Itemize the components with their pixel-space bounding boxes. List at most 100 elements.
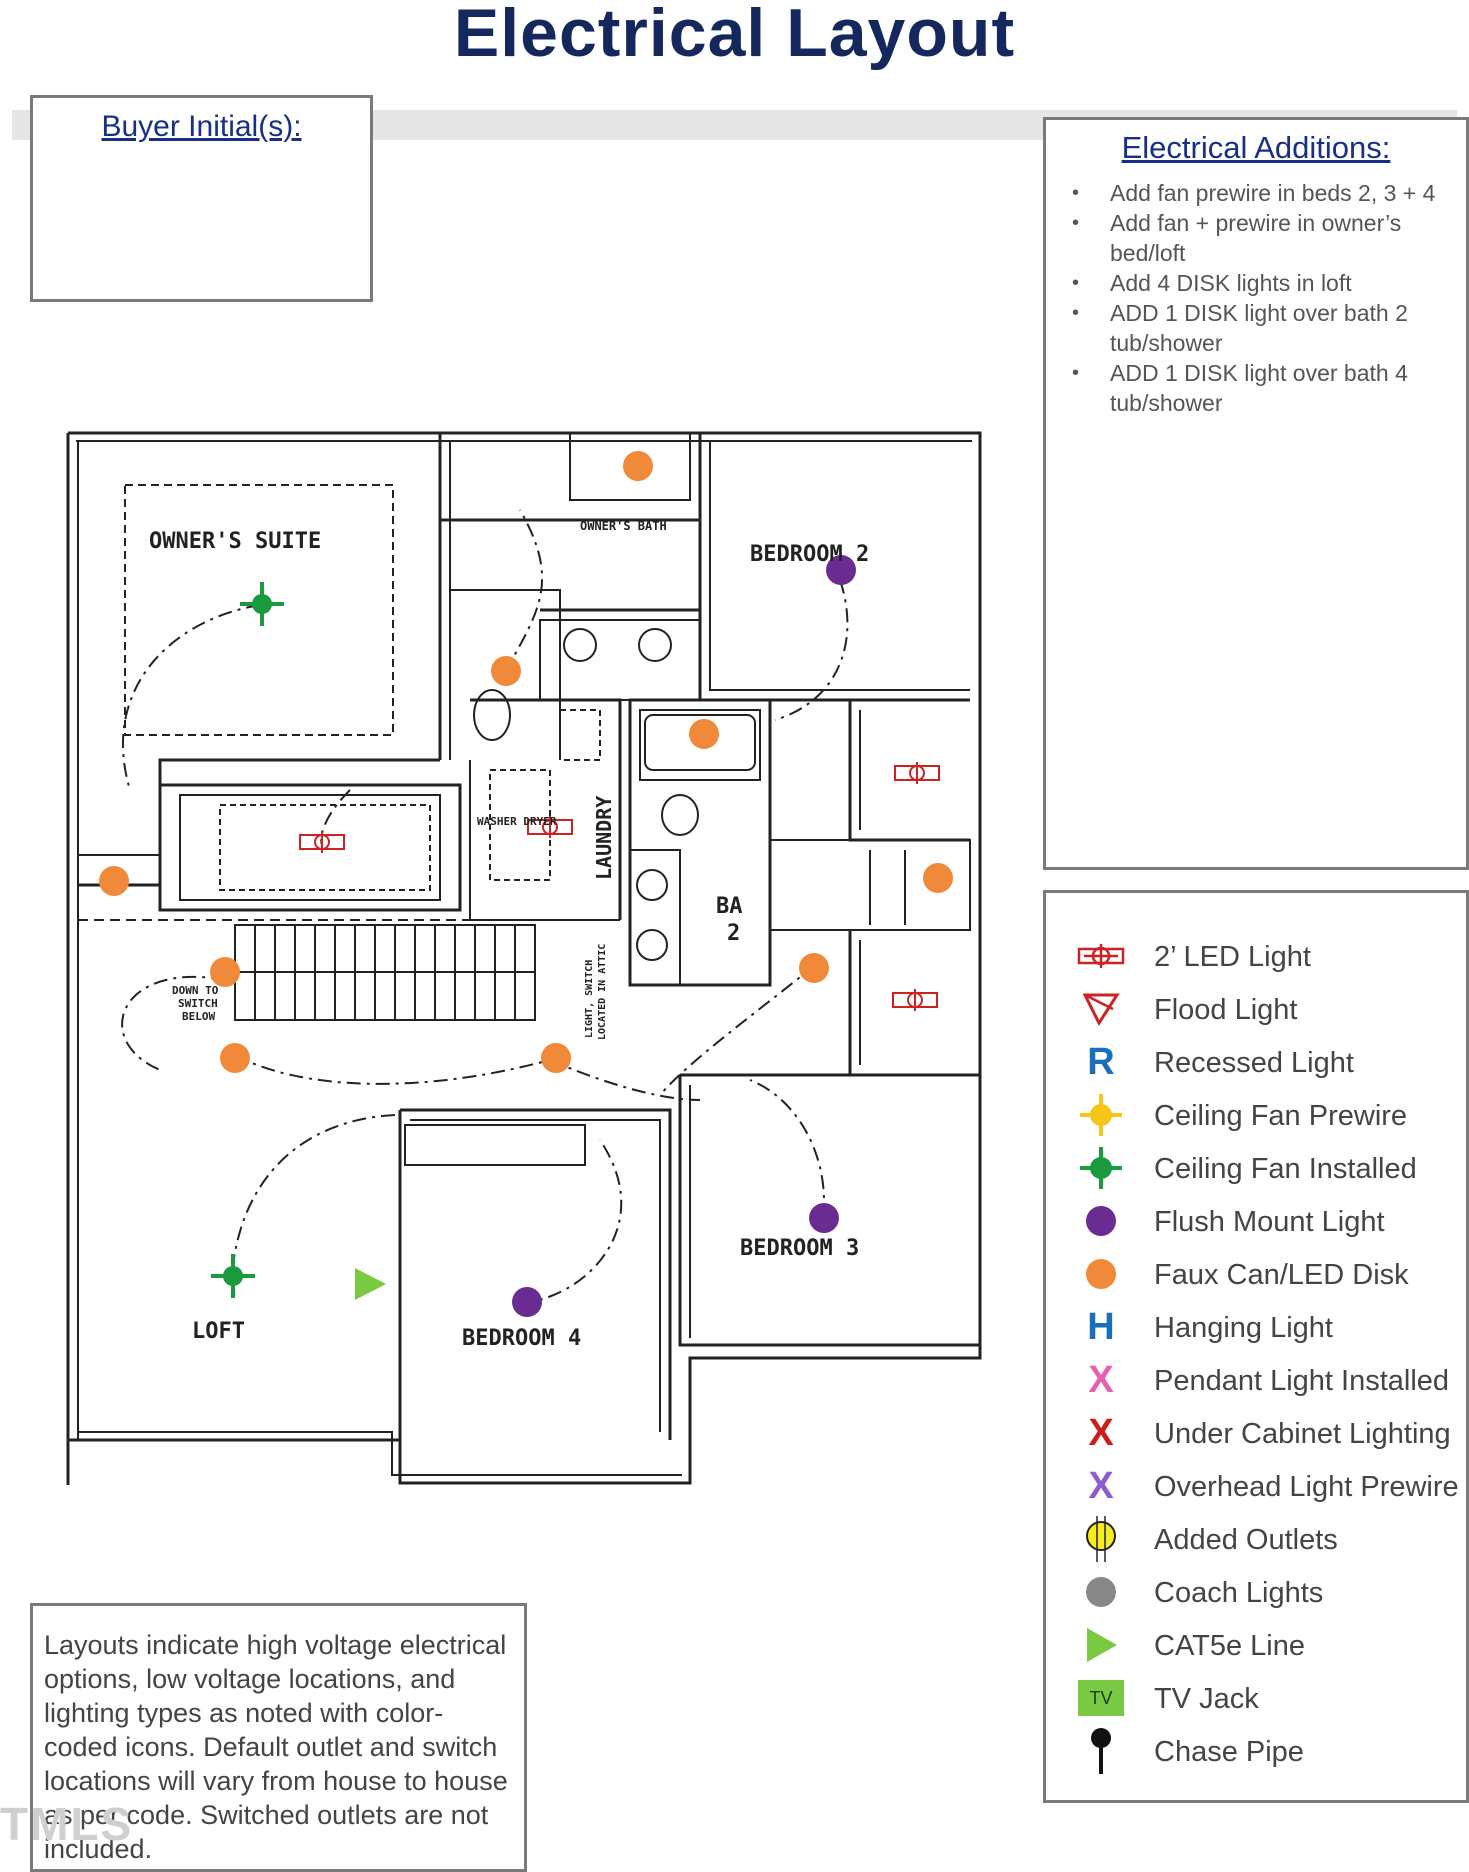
room-label-ba: BA — [716, 894, 743, 919]
legend-label: Coach Lights — [1154, 1577, 1324, 1609]
legend-item-hanging: H Hanging Light — [1046, 1302, 1466, 1352]
overhead-prewire-icon: X — [1074, 1461, 1128, 1511]
list-item: ADD 1 DISK light over bath 4 tub/shower — [1072, 358, 1444, 418]
room-label-laundry: LAUNDRY — [592, 796, 616, 880]
room-label-ba-number: 2 — [727, 921, 740, 946]
faux-can-icon — [491, 656, 521, 686]
list-item: Add fan + prewire in owner’s bed/loft — [1072, 208, 1444, 268]
legend-item-flood: Flood Light — [1046, 984, 1466, 1034]
led-2ft-icon — [892, 989, 938, 1011]
faux-can-icon — [623, 451, 653, 481]
led-2ft-icon — [1074, 931, 1128, 981]
legend-item-tv-jack: TV TV Jack — [1046, 1673, 1466, 1723]
electrical-additions-title: Electrical Additions: — [1121, 130, 1391, 165]
legend-glyph: X — [1088, 1358, 1114, 1401]
faux-can-icon — [689, 719, 719, 749]
room-label-loft: LOFT — [192, 1319, 245, 1344]
legend-label: TV Jack — [1154, 1683, 1259, 1715]
legend-glyph: TV — [1078, 1680, 1124, 1716]
faux-can-icon — [1074, 1249, 1128, 1299]
stair-note: BELOW — [182, 1010, 215, 1023]
coach-light-icon — [1074, 1567, 1128, 1617]
legend-item-under-cabinet: X Under Cabinet Lighting — [1046, 1408, 1466, 1458]
legend-item-pendant: X Pendant Light Installed — [1046, 1355, 1466, 1405]
legend-label: Ceiling Fan Prewire — [1154, 1100, 1408, 1132]
legend-label: Faux Can/LED Disk — [1154, 1259, 1409, 1291]
ceiling-fan-installed-icon — [240, 582, 284, 626]
legend-item-recessed: R Recessed Light — [1046, 1037, 1466, 1087]
watermark-logo: TMLS — [0, 1798, 134, 1850]
legend-item-flush: Flush Mount Light — [1046, 1196, 1466, 1246]
led-2ft-icon — [894, 762, 940, 784]
legend-item-faux-can: Faux Can/LED Disk — [1046, 1249, 1466, 1299]
attic-note: LOCATED IN ATTIC — [597, 944, 608, 1040]
chase-pipe-icon — [1074, 1726, 1128, 1776]
added-outlet-icon — [1074, 1514, 1128, 1564]
electrical-additions-box: Electrical Additions: Add fan prewire in… — [1043, 117, 1469, 870]
flush-mount-icon — [1074, 1196, 1128, 1246]
list-item: Add 4 DISK lights in loft — [1072, 268, 1444, 298]
legend-label: CAT5e Line — [1154, 1630, 1305, 1662]
legend-label: Under Cabinet Lighting — [1154, 1418, 1451, 1450]
room-label-washer-dryer: WASHER DRYER — [477, 815, 557, 828]
legend-label: Flood Light — [1154, 994, 1298, 1026]
stair-note: DOWN TO — [172, 984, 219, 997]
legend-item-chase-pipe: Chase Pipe — [1046, 1726, 1466, 1776]
cat5e-icon — [1074, 1620, 1128, 1670]
flush-mount-icon — [512, 1287, 542, 1317]
led-2ft-icon — [527, 816, 573, 838]
buyer-initials-box: Buyer Initial(s): — [30, 95, 373, 302]
legend-label: Overhead Light Prewire — [1154, 1471, 1459, 1503]
attic-note: LIGHT, SWITCH — [584, 960, 595, 1038]
legend-label: Recessed Light — [1154, 1047, 1354, 1079]
ceiling-fan-installed-icon — [1074, 1143, 1128, 1193]
cat5e-icon — [355, 1268, 386, 1300]
legend-label: Flush Mount Light — [1154, 1206, 1385, 1238]
legend-glyph: R — [1087, 1040, 1115, 1083]
room-label-bedroom-3: BEDROOM 3 — [740, 1236, 859, 1261]
flush-mount-icon — [809, 1203, 839, 1233]
pendant-light-icon: X — [1074, 1355, 1128, 1405]
list-item: Add fan prewire in beds 2, 3 + 4 — [1072, 178, 1444, 208]
room-label-owners-bath: OWNER'S BATH — [580, 519, 667, 533]
legend-glyph: X — [1088, 1411, 1114, 1454]
legend-label: Ceiling Fan Installed — [1154, 1153, 1417, 1185]
legend-label: Added Outlets — [1154, 1524, 1338, 1556]
faux-can-icon — [210, 957, 240, 987]
ceiling-fan-installed-icon — [211, 1254, 255, 1298]
disclaimer-box: Layouts indicate high voltage electrical… — [30, 1603, 527, 1872]
switch-legs — [121, 509, 849, 1304]
legend-item-outlets: Added Outlets — [1046, 1514, 1466, 1564]
disclaimer-text: Layouts indicate high voltage electrical… — [44, 1630, 508, 1864]
room-label-bedroom-2: BEDROOM 2 — [750, 542, 869, 567]
stair-treads — [235, 925, 535, 1020]
floor-plan: OWNER'S SUITE OWNER'S BATH BEDROOM 2 BED… — [66, 431, 982, 1485]
electrical-additions-list: Add fan prewire in beds 2, 3 + 4 Add fan… — [1046, 178, 1466, 418]
legend-glyph: H — [1087, 1305, 1115, 1348]
legend-box: 2’ LED Light Flood Light R Recessed Ligh… — [1043, 890, 1469, 1803]
legend-item-cat5e: CAT5e Line — [1046, 1620, 1466, 1670]
legend-item-fan-prewire: Ceiling Fan Prewire — [1046, 1090, 1466, 1140]
room-label-owners-suite: OWNER'S SUITE — [149, 529, 321, 554]
room-label-bedroom-4: BEDROOM 4 — [462, 1326, 581, 1351]
faux-can-icon — [541, 1043, 571, 1073]
hanging-light-icon: H — [1074, 1302, 1128, 1352]
list-item: ADD 1 DISK light over bath 2 tub/shower — [1072, 298, 1444, 358]
stair-note: SWITCH — [178, 997, 218, 1010]
legend-item-led: 2’ LED Light — [1046, 931, 1466, 981]
faux-can-icon — [99, 866, 129, 896]
legend-label: Chase Pipe — [1154, 1736, 1304, 1768]
led-2ft-icon — [299, 831, 345, 853]
faux-can-icon — [923, 863, 953, 893]
legend-item-coach: Coach Lights — [1046, 1567, 1466, 1617]
page-title: Electrical Layout — [453, 0, 1016, 71]
flood-light-icon — [1074, 984, 1128, 1034]
recessed-light-icon: R — [1074, 1037, 1128, 1087]
buyer-initials-label: Buyer Initial(s): — [101, 110, 302, 143]
faux-can-icon — [799, 953, 829, 983]
legend-item-fan-installed: Ceiling Fan Installed — [1046, 1143, 1466, 1193]
ceiling-fan-prewire-icon — [1074, 1090, 1128, 1140]
legend-item-overhead-prewire: X Overhead Light Prewire — [1046, 1461, 1466, 1511]
legend-label: Hanging Light — [1154, 1312, 1333, 1344]
faux-can-icon — [220, 1043, 250, 1073]
